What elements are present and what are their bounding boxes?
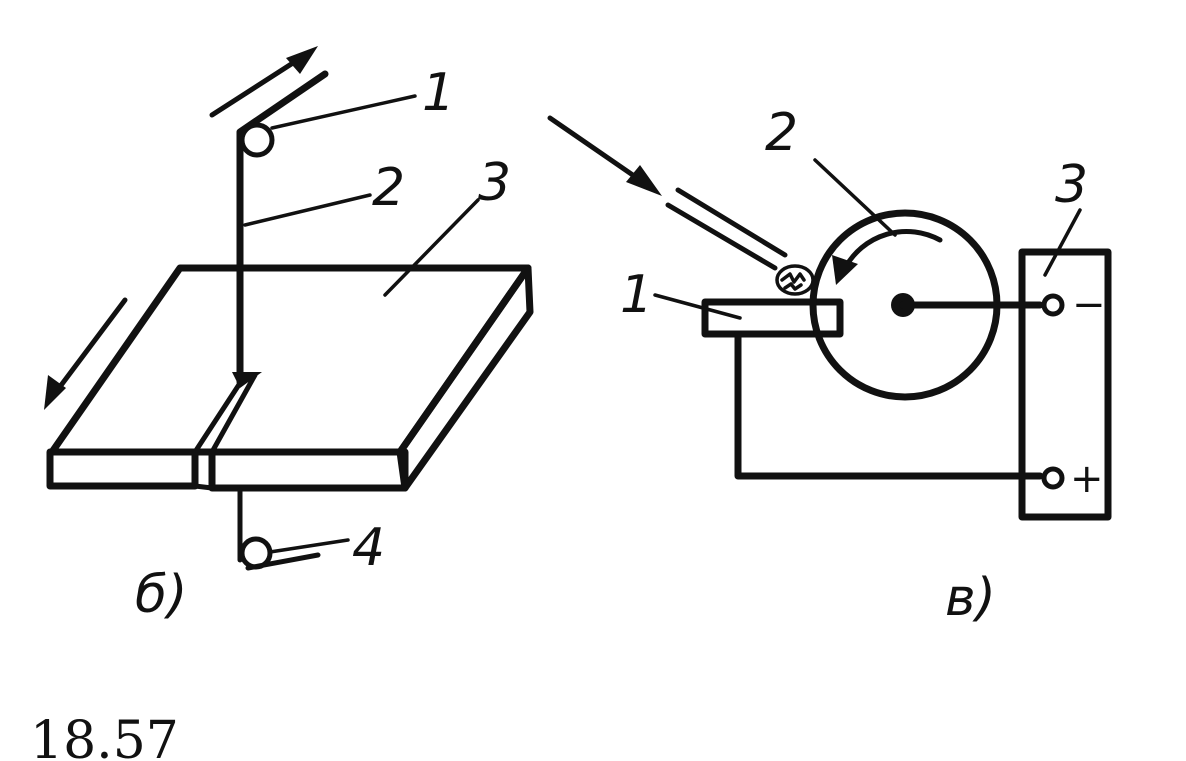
label-1-b: 1: [422, 63, 455, 123]
jet-arrow-icon: [547, 115, 662, 196]
diagram-b: 1 2 3 4 б): [44, 46, 534, 625]
caption-b: б): [135, 565, 187, 625]
caption-v: в): [945, 568, 996, 628]
roller-top-icon: [239, 122, 275, 158]
circuit-wire: [734, 330, 1044, 480]
spark-icon: [775, 264, 815, 296]
terminal-negative-icon: [1041, 293, 1065, 317]
power-source: [1018, 248, 1112, 521]
figure-number: 18.57: [30, 711, 179, 761]
rotation-arrow-icon: [832, 228, 943, 285]
terminal-positive-icon: [1041, 466, 1065, 490]
label-3-v: 3: [1055, 155, 1088, 215]
label-2-v: 2: [765, 103, 798, 163]
terminal-negative-sign: −: [1072, 282, 1106, 328]
label-1-v: 1: [620, 265, 653, 325]
plate-motion-arrow-icon: [44, 297, 128, 410]
workpiece: [701, 298, 844, 338]
label-3-b: 3: [478, 153, 511, 213]
terminal-positive-sign: +: [1070, 456, 1104, 502]
label-2-b: 2: [372, 158, 405, 218]
diagram-v: − + 1 2 3 в): [547, 103, 1112, 628]
wire-feed-arrow-icon: [209, 46, 318, 118]
label-4-b: 4: [352, 518, 385, 578]
wire-arrow-head-icon: [232, 372, 262, 388]
